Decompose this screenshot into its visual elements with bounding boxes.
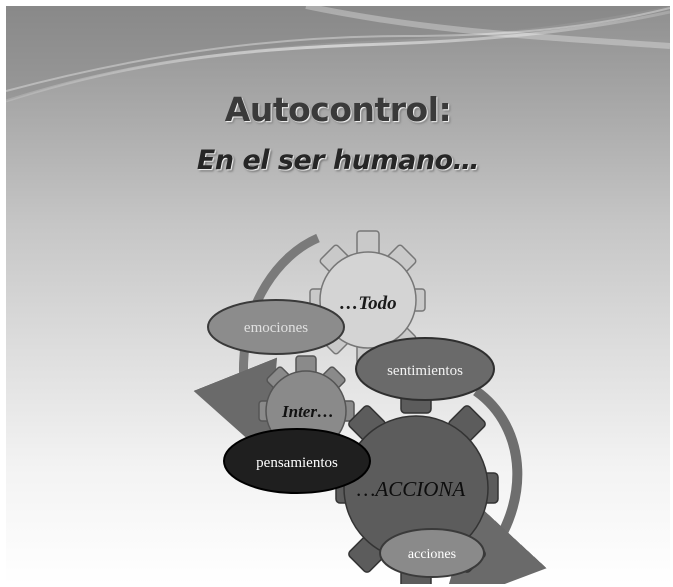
oval-emociones: emociones: [208, 300, 344, 354]
slide: Autocontrol: En el ser humano… …Tod: [6, 6, 670, 584]
oval-acciones: acciones: [380, 529, 484, 577]
oval-pensamientos: pensamientos: [224, 429, 370, 493]
gear-label-inter: Inter…: [281, 402, 334, 421]
gear-label-todo: …Todo: [339, 293, 396, 314]
oval-sentimientos: sentimientos: [356, 338, 494, 400]
oval-label-acciones: acciones: [408, 547, 456, 562]
oval-label-sentimientos: sentimientos: [387, 363, 463, 379]
oval-label-pensamientos: pensamientos: [256, 455, 338, 471]
gear-cycle-diagram: …Todo Inter…: [6, 6, 670, 584]
oval-label-emociones: emociones: [244, 320, 308, 336]
gear-label-acciona: …ACCIONA: [357, 477, 466, 501]
